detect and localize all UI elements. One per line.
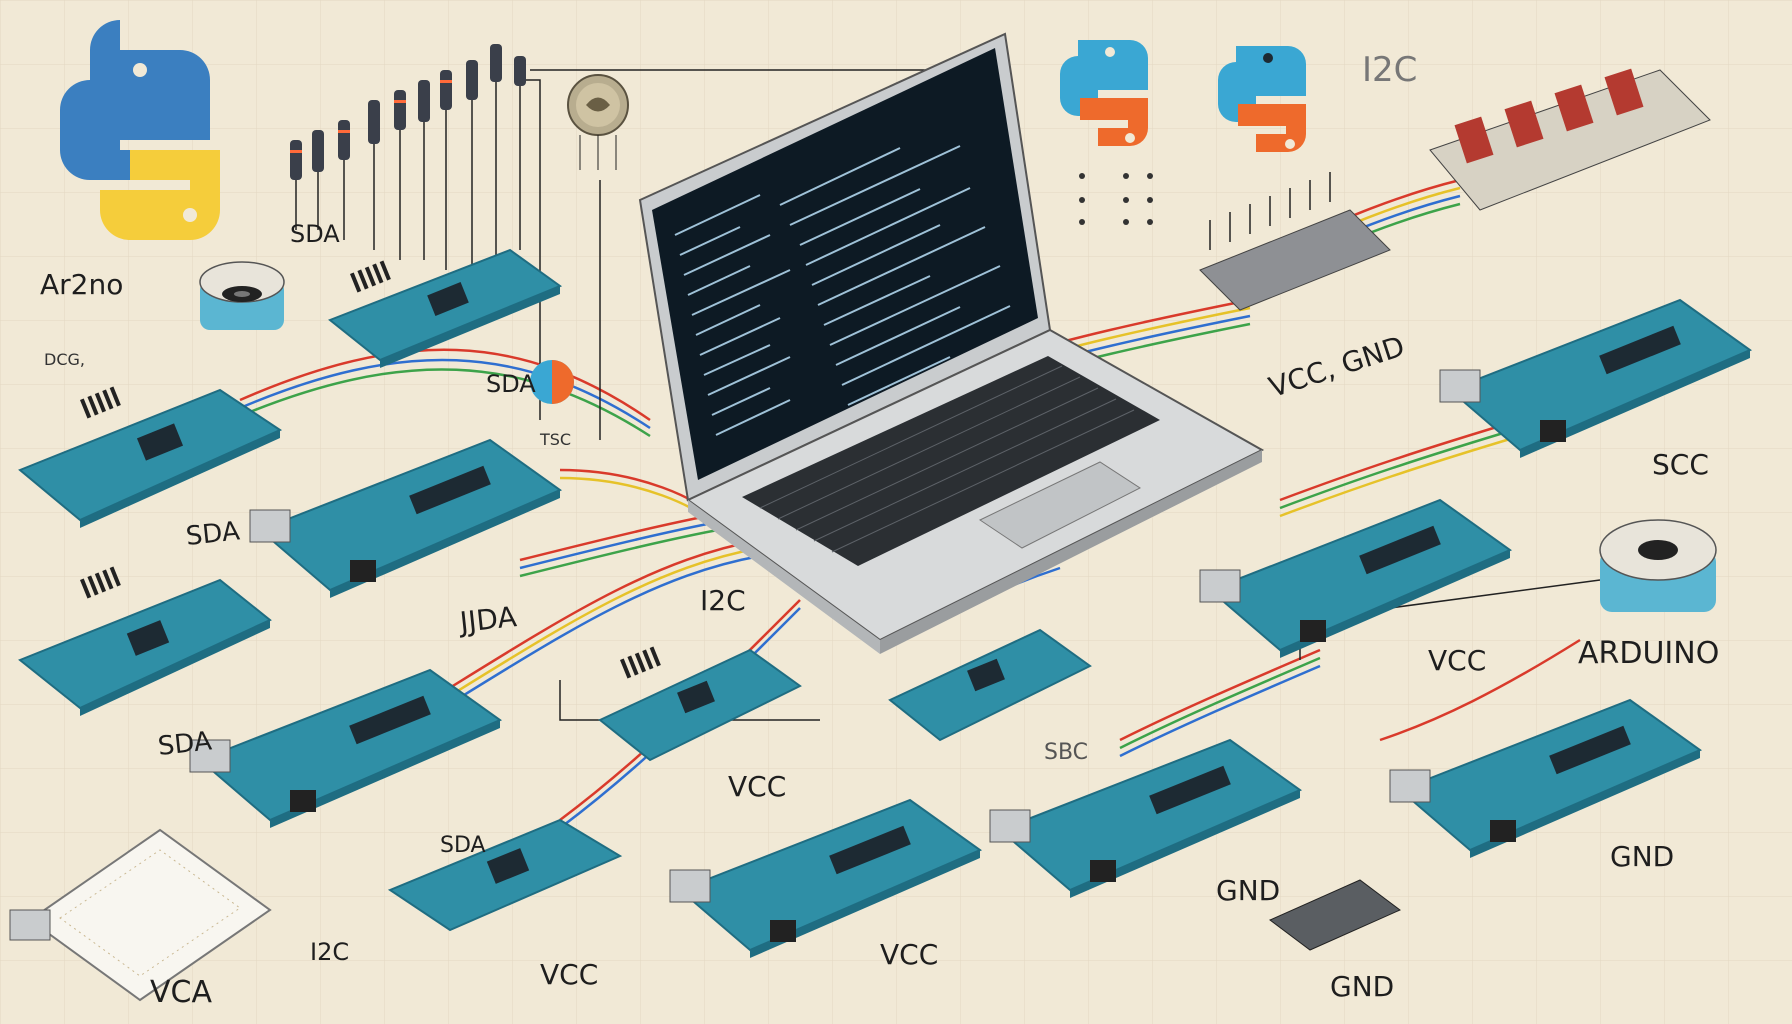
arduino-board bbox=[189, 668, 503, 828]
label-sda-bottom: SDA bbox=[156, 726, 214, 762]
arduino-board bbox=[1389, 698, 1703, 858]
label-vcc-bottom-b: VCC bbox=[880, 938, 939, 971]
ic-rack bbox=[1429, 68, 1711, 211]
python-logo-small-icon bbox=[530, 360, 574, 404]
label-sbc: SBC bbox=[1044, 740, 1089, 765]
python-logo-orange-icon-2 bbox=[1218, 46, 1306, 152]
label-sda-top: SDA bbox=[290, 220, 340, 248]
breadboard bbox=[9, 828, 272, 1002]
label-dcg: DCG, bbox=[44, 350, 85, 369]
arduino-board bbox=[1199, 498, 1513, 658]
code-lines bbox=[674, 145, 1011, 436]
resistor-row bbox=[290, 44, 526, 270]
arduino-board bbox=[328, 248, 563, 368]
label-i2c-top: I2C bbox=[1362, 50, 1418, 90]
arduino-board bbox=[989, 738, 1303, 898]
label-i2c-center: I2C bbox=[700, 584, 746, 617]
label-scc: SCC bbox=[1652, 448, 1709, 481]
label-sda-left: SDA bbox=[184, 516, 242, 552]
speaker-icon bbox=[199, 261, 285, 330]
label-sda-mid: SDA bbox=[486, 370, 536, 398]
arduino-board bbox=[669, 798, 983, 958]
label-sda-lower: SDA bbox=[440, 833, 486, 858]
python-logo-orange-icon bbox=[1060, 40, 1148, 146]
label-gnd-mid: GND bbox=[1216, 874, 1281, 907]
arduino-board bbox=[1439, 298, 1753, 458]
label-vca: VCA bbox=[150, 975, 212, 1010]
arduino-board bbox=[387, 818, 623, 932]
label-i2c-bottom: I2C bbox=[310, 938, 350, 966]
arduino-board bbox=[249, 438, 563, 598]
coin-sensor-icon bbox=[567, 74, 629, 170]
dots-icon bbox=[1079, 173, 1153, 225]
python-logo-icon bbox=[60, 20, 220, 240]
label-gnd-bottom: GND bbox=[1330, 970, 1395, 1003]
arduino-boards bbox=[9, 68, 1753, 1002]
label-ar2no: Ar2no bbox=[40, 268, 124, 301]
ic-rack bbox=[1199, 172, 1391, 311]
arduino-board bbox=[18, 386, 283, 528]
arduino-board bbox=[598, 646, 802, 762]
label-jjda: JJDA bbox=[458, 600, 519, 639]
arduino-board bbox=[18, 566, 272, 716]
label-tsc: TSC bbox=[540, 430, 572, 449]
label-vcc-center: VCC bbox=[728, 770, 787, 803]
label-arduino: ARDUINO bbox=[1578, 636, 1720, 671]
chip-module bbox=[1269, 879, 1401, 951]
arduino-board bbox=[888, 628, 1092, 742]
laptop bbox=[638, 32, 1265, 654]
label-vcc-bottom-a: VCC bbox=[540, 958, 599, 991]
label-gnd-right: GND bbox=[1610, 840, 1675, 873]
speaker-icon-right bbox=[1599, 519, 1717, 612]
label-vcc-right: VCC bbox=[1428, 644, 1487, 677]
